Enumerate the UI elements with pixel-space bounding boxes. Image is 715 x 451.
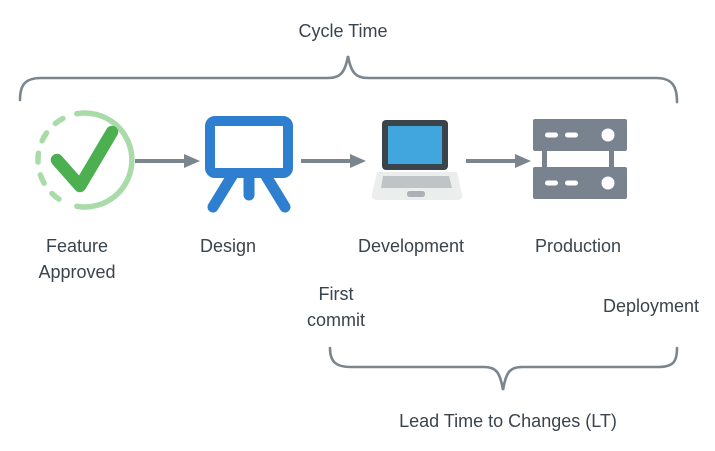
stage-label-design: Design bbox=[199, 236, 257, 256]
cycle-time-label: Cycle Time bbox=[298, 21, 388, 41]
stage-label-development: Development bbox=[357, 236, 465, 256]
arrow-right-icon bbox=[135, 154, 200, 168]
arrow-right-icon bbox=[301, 154, 366, 168]
arrow-right-icon bbox=[466, 154, 531, 168]
easel-icon bbox=[205, 116, 293, 213]
check-circle-icon bbox=[35, 110, 135, 210]
milestone-label-deployment: Deployment bbox=[602, 296, 700, 316]
lead-time-label: Lead Time to Changes (LT) bbox=[399, 411, 617, 431]
laptop-icon bbox=[371, 120, 463, 200]
stage-label-production: Production bbox=[534, 236, 622, 256]
stage-label-feature-approved: Feature Approved bbox=[38, 236, 116, 282]
server-icon bbox=[533, 119, 627, 199]
milestone-label-first-commit: First commit bbox=[307, 284, 365, 330]
cycle-time-brace bbox=[18, 55, 679, 104]
lead-time-brace bbox=[328, 346, 679, 391]
